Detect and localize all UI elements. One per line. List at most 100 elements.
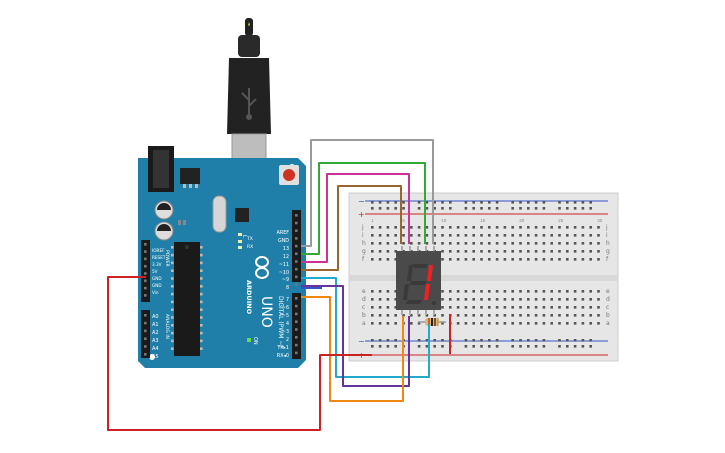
wire-pink[interactable] — [301, 173, 410, 263]
breadboard-hole — [488, 234, 491, 237]
led-label-l: L — [241, 235, 247, 238]
breadboard-hole — [480, 314, 483, 317]
breadboard-hole — [410, 234, 413, 237]
breadboard-hole — [386, 250, 390, 253]
breadboard-hole — [378, 258, 382, 261]
rail-hole — [425, 345, 429, 348]
chip-leg — [200, 347, 203, 350]
column-number: 10 — [441, 218, 447, 223]
breadboard-hole — [566, 306, 569, 309]
pin-label-6: ~6 — [282, 305, 289, 311]
breadboard-hole — [472, 322, 475, 325]
breadboard-hole — [472, 258, 475, 261]
rail-hole — [527, 207, 530, 210]
rail-hole — [566, 207, 569, 210]
breadboard-hole — [558, 250, 561, 253]
wire-green[interactable] — [301, 162, 426, 255]
digital-pin-hole — [295, 252, 298, 256]
breadboard-hole — [519, 250, 522, 253]
wire-cyan[interactable] — [301, 277, 430, 378]
rail-hole — [511, 207, 514, 210]
pin-label-2: 2 — [286, 337, 289, 343]
breadboard-hole — [488, 306, 491, 309]
rail-hole — [511, 345, 514, 348]
breadboard-hole — [573, 322, 577, 325]
breadboard-hole — [597, 250, 600, 253]
digital-pin-hole — [295, 351, 298, 355]
row-label-f-right: f — [606, 256, 609, 263]
wire-purple[interactable] — [301, 285, 410, 387]
breadboard-hole — [527, 322, 530, 325]
breadboard-hole — [495, 290, 499, 293]
wire-red[interactable] — [107, 276, 372, 431]
rail-hole — [378, 201, 382, 204]
rail-hole — [511, 339, 514, 342]
breadboard-hole — [566, 234, 569, 237]
power-pin-hole — [144, 286, 147, 290]
breadboard-hole — [425, 234, 429, 237]
rail-hole — [558, 201, 561, 204]
breadboard-hole — [402, 314, 405, 317]
breadboard[interactable]: − + − + j i h g f e d c b a j i h g f e … — [348, 192, 619, 362]
breadboard-hole — [519, 322, 522, 325]
chip-leg — [200, 324, 203, 327]
breadboard-hole — [495, 242, 499, 245]
rail-hole — [573, 207, 577, 210]
digital-pin-hole — [295, 275, 298, 279]
rail-hole — [527, 339, 530, 342]
breadboard-hole — [542, 298, 546, 301]
row-label-b: b — [362, 312, 366, 319]
pin-label-13: 13 — [283, 246, 289, 252]
wires[interactable] — [107, 139, 451, 431]
digital-pin-holes — [295, 214, 298, 355]
led-l — [238, 233, 242, 236]
breadboard-hole — [456, 298, 460, 301]
chip-leg — [200, 246, 203, 249]
rail-hole — [417, 339, 421, 342]
breadboard-hole — [456, 322, 460, 325]
breadboard-hole — [589, 258, 592, 261]
rail-hole — [581, 201, 585, 204]
breadboard-hole — [566, 242, 569, 245]
breadboard-hole — [558, 322, 561, 325]
rail-hole — [449, 207, 452, 210]
breadboard-hole — [433, 226, 436, 229]
breadboard-hole — [581, 234, 585, 237]
breadboard-hole — [503, 226, 507, 229]
rail-hole — [433, 345, 436, 348]
power-jack-inner — [153, 150, 169, 188]
breadboard-hole — [378, 250, 382, 253]
breadboard-hole — [472, 234, 475, 237]
breadboard-hole — [511, 306, 514, 309]
pin-label-0: RX◂0 — [277, 353, 289, 359]
rail-hole — [425, 207, 429, 210]
rail-hole — [394, 201, 397, 204]
breadboard-hole — [511, 314, 514, 317]
breadboard-hole — [386, 290, 390, 293]
chip-leg — [171, 269, 174, 272]
chip-leg — [200, 261, 203, 265]
breadboard-hole — [488, 226, 491, 229]
analog-pin-labels: A0 A1 A2 A3 A4 A5 — [152, 314, 159, 360]
breadboard-hole — [550, 306, 553, 309]
seven-segment-display[interactable]: 1 — [396, 246, 441, 315]
atmega-microcontroller — [174, 242, 200, 356]
power-pin-hole — [144, 257, 147, 261]
rail-hole — [480, 339, 483, 342]
breadboard-hole — [534, 314, 538, 317]
wire-orange[interactable] — [301, 296, 404, 402]
breadboard-hole — [581, 298, 585, 301]
arduino-uno-board[interactable]: L TX RX ARDUINO UNO DIGITAL (PWM ~) ON I… — [138, 146, 306, 368]
pin-label-a5: A5 — [152, 354, 159, 360]
wire-brown[interactable] — [301, 185, 402, 271]
rail-hole — [394, 345, 397, 348]
breadboard-hole — [386, 306, 390, 309]
chip-leg — [200, 253, 203, 257]
wire-gray[interactable] — [301, 139, 434, 247]
breadboard-hole — [371, 242, 374, 245]
breadboard-hole — [495, 258, 499, 261]
breadboard-hole — [511, 258, 514, 261]
breadboard-hole — [378, 242, 382, 245]
led-label-tx: TX — [246, 236, 253, 242]
rail-hole — [480, 345, 483, 348]
